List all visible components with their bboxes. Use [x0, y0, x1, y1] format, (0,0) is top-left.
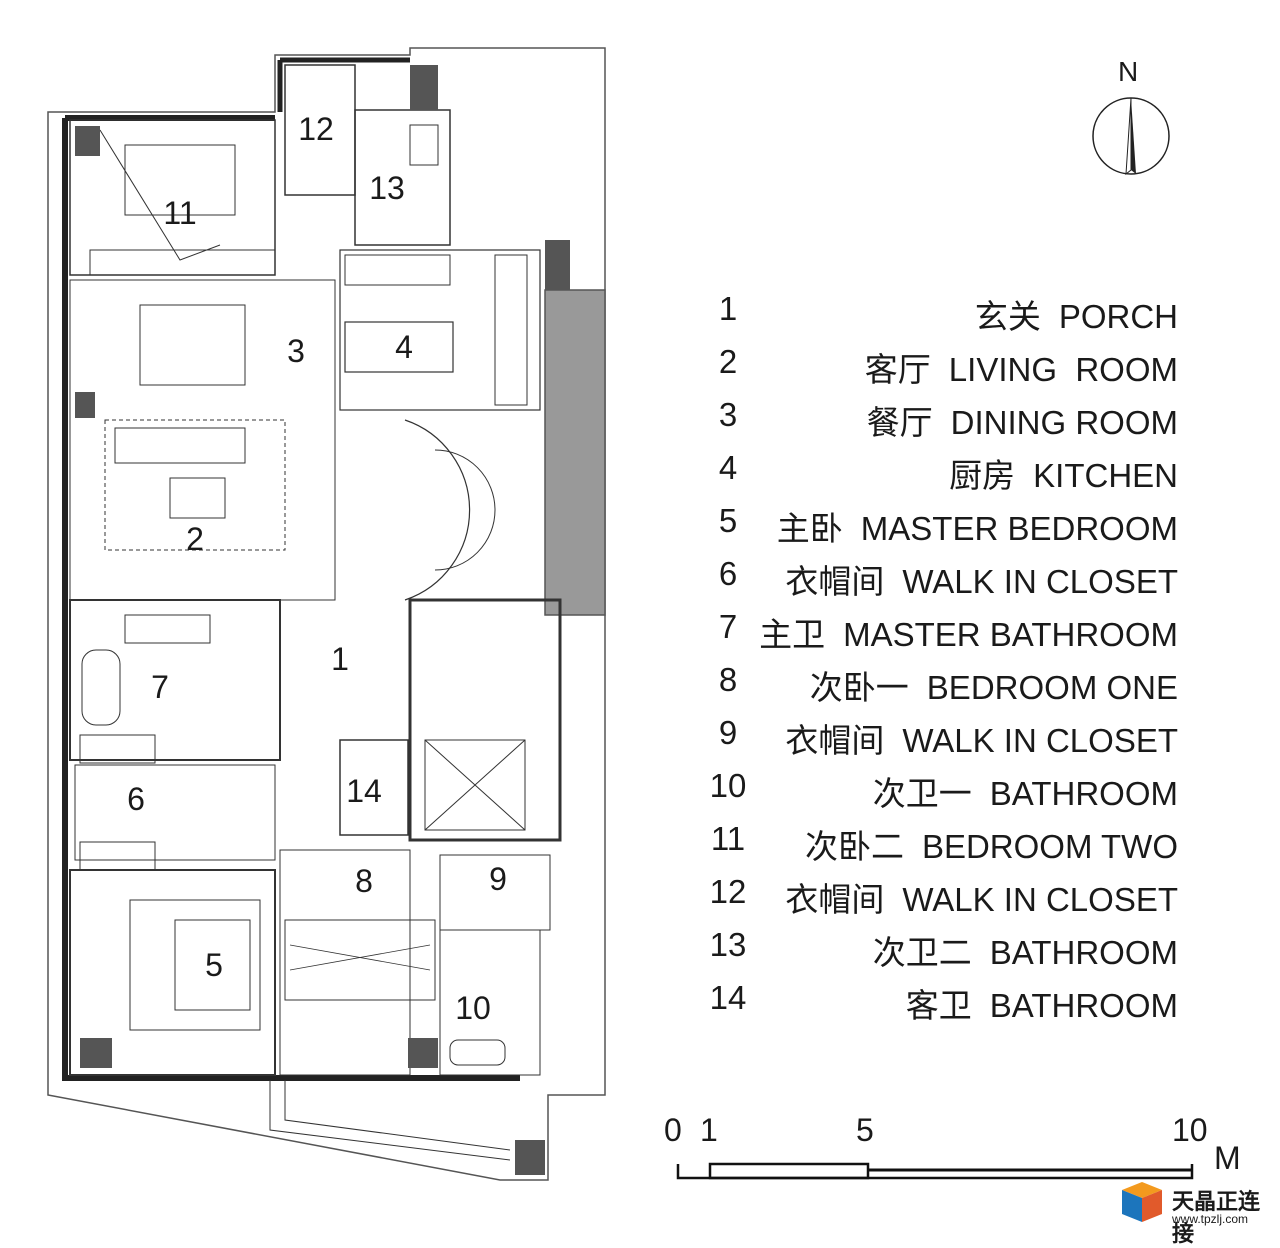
- legend-num: 4: [718, 449, 738, 486]
- room-label-3: 3: [287, 333, 305, 369]
- room-label-11: 11: [163, 195, 196, 231]
- legend-cn: 主卫: [759, 615, 826, 654]
- legend-num: 3: [718, 396, 738, 433]
- legend-num: 5: [718, 502, 738, 539]
- legend-cn: 餐厅: [866, 403, 933, 442]
- legend-en: MASTER BEDROOM: [860, 510, 1178, 547]
- legend-row: 11 次卧二 BEDROOM TWO: [700, 820, 1190, 873]
- legend-row: 2 客厅 LIVING ROOM: [700, 343, 1190, 396]
- legend-en: WALK IN CLOSET: [902, 881, 1178, 918]
- legend-cn: 客卫: [905, 986, 972, 1025]
- legend-en: BATHROOM: [989, 987, 1178, 1024]
- legend-num: 12: [709, 873, 747, 910]
- legend-row: 3 餐厅 DINING ROOM: [700, 396, 1190, 449]
- legend-row: 10 次卫一 BATHROOM: [700, 767, 1190, 820]
- legend-row: 8 次卧一 BEDROOM ONE: [700, 661, 1190, 714]
- scale-tick-1: 1: [700, 1112, 718, 1148]
- legend-cn: 衣帽间: [785, 562, 885, 601]
- legend-num: 14: [709, 979, 747, 1016]
- legend-num: 8: [718, 661, 738, 698]
- scale-tick-10: 10: [1172, 1112, 1208, 1148]
- room-label-13: 13: [369, 170, 405, 206]
- legend-en: KITCHEN: [1033, 457, 1178, 494]
- room-label-1: 1: [331, 641, 349, 677]
- legend-num: 11: [710, 820, 746, 857]
- legend-cn: 主卧: [776, 509, 843, 548]
- room-label-6: 6: [127, 781, 145, 817]
- scale-tick-5: 5: [856, 1112, 874, 1148]
- room-label-8: 8: [355, 863, 373, 899]
- legend-cn: 客厅: [864, 350, 931, 389]
- legend-num: 6: [718, 555, 738, 592]
- legend-cn: 次卧二: [804, 827, 904, 866]
- room-label-10: 10: [455, 990, 491, 1026]
- legend-num: 9: [718, 714, 738, 751]
- legend-cn: 玄关: [974, 297, 1041, 336]
- legend-en: WALK IN CLOSET: [902, 563, 1178, 600]
- legend-en: LIVING ROOM: [948, 351, 1178, 388]
- room-label-2: 2: [186, 521, 204, 557]
- legend-en: BEDROOM ONE: [926, 669, 1178, 706]
- legend-cn: 次卫一: [872, 774, 972, 813]
- north-label: N: [1118, 56, 1139, 87]
- legend-row: 12 衣帽间 WALK IN CLOSET: [700, 873, 1190, 926]
- room-label-7: 7: [151, 669, 169, 705]
- room-legend: 1 玄关 PORCH 2 客厅 LIVING ROOM 3 餐厅 DINING ROOM 4…: [700, 290, 1190, 1032]
- legend-cn: 次卧一: [809, 668, 909, 707]
- legend-en: PORCH: [1058, 298, 1178, 335]
- legend-en: BATHROOM: [989, 775, 1178, 812]
- floor-plan: 1 2 3 4 5 6 7 8 9 10 11 12 13 14: [47, 47, 606, 1181]
- watermark-logo: [1122, 1182, 1162, 1222]
- legend-row: 4 厨房 KITCHEN: [700, 449, 1190, 502]
- scale-bar: [676, 1162, 1194, 1180]
- legend-cn: 厨房: [949, 456, 1016, 495]
- legend-en: DINING ROOM: [950, 404, 1178, 441]
- room-label-9: 9: [489, 861, 507, 897]
- legend-en: WALK IN CLOSET: [902, 722, 1178, 759]
- scale-unit: M: [1214, 1140, 1241, 1176]
- legend-num: 10: [709, 767, 747, 804]
- watermark-url: www.tpzlj.com: [1172, 1212, 1249, 1226]
- room-label-5: 5: [205, 947, 223, 983]
- legend-row: 14 客卫 BATHROOM: [700, 979, 1190, 1032]
- north-arrow-icon: [1092, 97, 1170, 176]
- legend-cn: 衣帽间: [785, 880, 885, 919]
- room-label-12: 12: [298, 111, 334, 147]
- legend-cn: 次卫二: [872, 933, 972, 972]
- legend-en: MASTER BATHROOM: [843, 616, 1178, 653]
- legend-row: 1 玄关 PORCH: [700, 290, 1190, 343]
- legend-num: 13: [709, 926, 747, 963]
- legend-en: BEDROOM TWO: [921, 828, 1178, 865]
- legend-cn: 衣帽间: [785, 721, 885, 760]
- legend-row: 9 衣帽间 WALK IN CLOSET: [700, 714, 1190, 767]
- legend-row: 5 主卧 MASTER BEDROOM: [700, 502, 1190, 555]
- scale-tick-0: 0: [664, 1112, 682, 1148]
- legend-row: 7 主卫 MASTER BATHROOM: [700, 608, 1190, 661]
- legend-row: 6 衣帽间 WALK IN CLOSET: [700, 555, 1190, 608]
- room-label-14: 14: [346, 773, 382, 809]
- legend-row: 13 次卫二 BATHROOM: [700, 926, 1190, 979]
- legend-en: BATHROOM: [989, 934, 1178, 971]
- legend-num: 1: [718, 290, 738, 327]
- legend-num: 7: [718, 608, 738, 645]
- legend-num: 2: [718, 343, 738, 380]
- room-label-4: 4: [395, 329, 413, 365]
